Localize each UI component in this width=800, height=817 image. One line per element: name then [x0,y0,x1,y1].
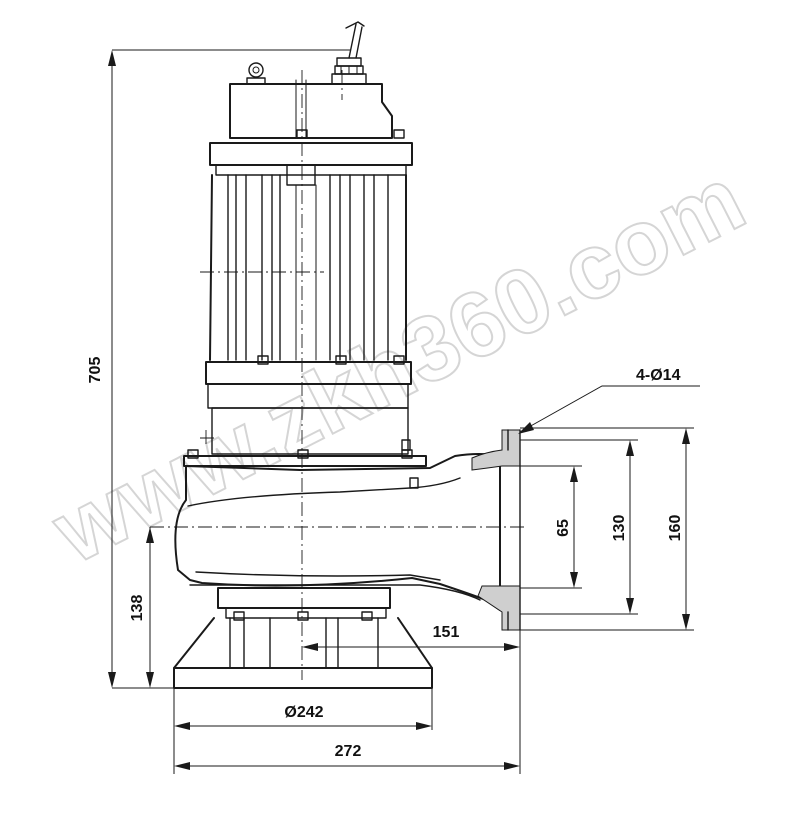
dim-160-label: 160 [667,515,684,542]
base-stand [173,587,433,689]
lifting-eye [246,62,266,85]
bolt-heads [187,129,419,621]
outlet-flange [471,429,521,631]
dim-138-label: 138 [129,595,146,622]
watermark-text: www.zkh360.com [37,148,760,584]
watermark: www.zkh360.com [36,147,761,585]
dim-272-label: 272 [335,743,362,760]
dim-151-label: 151 [433,624,460,641]
dim-65-label: 65 [555,519,572,537]
dim-130-label: 130 [611,515,628,542]
pump-outline [150,21,528,689]
flange-holes-label: 4-Ø14 [636,367,681,384]
dim-242-label: Ø242 [284,704,323,721]
center-lines [150,70,528,680]
cable-gland [331,21,367,85]
volute-flange [183,455,427,467]
motor-body [209,174,407,361]
top-cover [229,83,393,139]
dim-705-label: 705 [87,357,104,384]
top-flange [209,142,413,166]
dimension-lines [108,49,700,774]
dimension-labels: 705 138 151 Ø242 272 65 130 160 4-Ø14 [87,357,684,760]
